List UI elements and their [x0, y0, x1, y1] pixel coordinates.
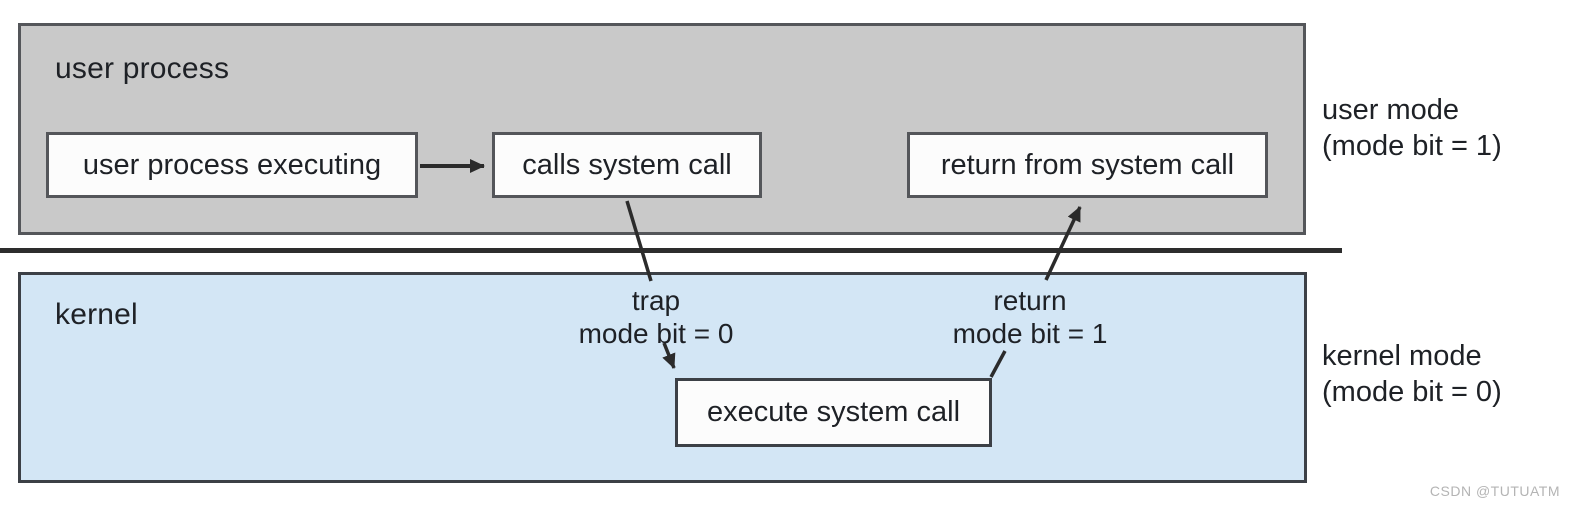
kernel-region	[18, 272, 1307, 483]
trap-label: trap	[631, 285, 681, 316]
mode-divider-line	[0, 248, 1342, 253]
user-process-region	[18, 23, 1306, 235]
return-mode-bit-label: mode bit = 1	[952, 318, 1108, 349]
trap-annotation: trap mode bit = 0	[506, 284, 806, 350]
kernel-mode-line1: kernel mode	[1322, 340, 1482, 372]
watermark-text: CSDN @TUTUATM	[1429, 483, 1560, 499]
return-from-system-call-box: return from system call	[907, 132, 1268, 198]
execute-system-call-box: execute system call	[675, 378, 992, 447]
kernel-mode-side-label: kernel mode (mode bit = 0)	[1322, 338, 1562, 410]
user-mode-side-label: user mode (mode bit = 1)	[1322, 92, 1562, 164]
user-mode-line1: user mode	[1322, 94, 1460, 126]
kernel-region-label: kernel	[55, 298, 138, 331]
return-annotation: return mode bit = 1	[880, 284, 1180, 350]
trap-mode-bit-label: mode bit = 0	[578, 318, 734, 349]
kernel-mode-line2: (mode bit = 0)	[1322, 376, 1502, 408]
calls-system-call-box: calls system call	[492, 132, 762, 198]
user-process-region-label: user process	[55, 52, 230, 85]
user-mode-line2: (mode bit = 1)	[1322, 130, 1502, 162]
return-label: return	[993, 285, 1067, 316]
user-process-executing-box: user process executing	[46, 132, 418, 198]
